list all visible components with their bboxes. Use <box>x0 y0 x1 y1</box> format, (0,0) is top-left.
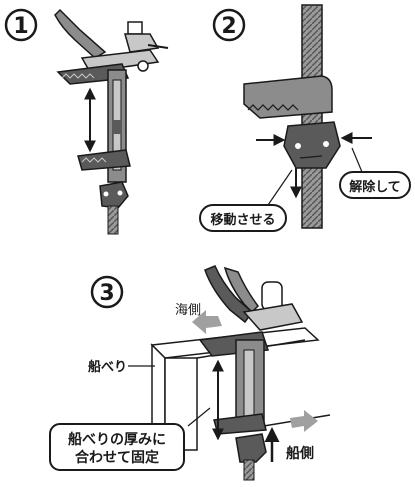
holder-clamp-illustration-1 <box>54 8 169 235</box>
sea-side-arrow <box>192 310 222 334</box>
sea-side-label: 海側 <box>175 303 201 318</box>
gunwale-label: 船べり <box>88 359 127 375</box>
step3-number-badge: 3 <box>90 275 124 309</box>
boat-side-label: 船側 <box>286 445 314 462</box>
fit-label-line1: 船べりの厚みに <box>68 431 166 448</box>
step3-number: 3 <box>99 281 114 306</box>
release-callout: 解除して <box>339 171 411 199</box>
step3-group: 3 <box>49 265 331 481</box>
fit-label-line2: 合わせて固定 <box>75 449 159 466</box>
fit-callout: 船べりの厚みに 合わせて固定 <box>49 407 211 471</box>
step2-number: 2 <box>221 14 236 39</box>
step1-group: 1 <box>4 8 169 235</box>
release-leader <box>351 147 363 173</box>
step1-number: 1 <box>13 14 28 39</box>
step2-number-badge: 2 <box>212 8 246 42</box>
move-label: 移動させる <box>210 212 275 228</box>
move-callout: 移動させる <box>199 204 287 232</box>
step1-number-badge: 1 <box>4 8 38 42</box>
clamp-bar-closeup <box>243 4 341 229</box>
holder-mounted <box>198 265 304 481</box>
boat-side-arrow <box>290 410 318 432</box>
step2-group: 2 解除して 移動させる <box>199 4 411 232</box>
release-label: 解除して <box>348 179 401 195</box>
move-leader <box>267 169 293 206</box>
